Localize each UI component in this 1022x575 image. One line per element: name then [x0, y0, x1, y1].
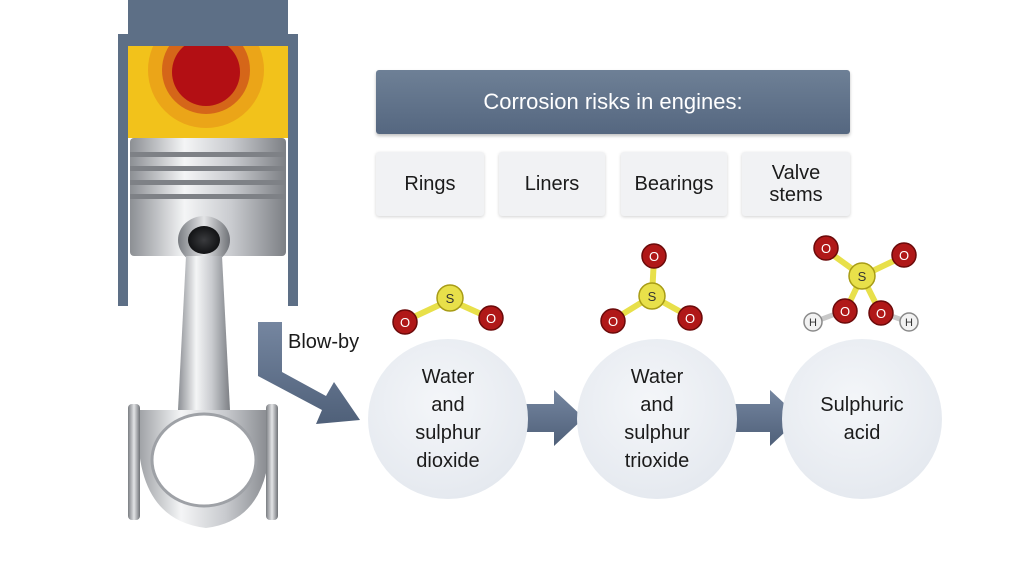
stage-water-sulphur-dioxide: Water and sulphur dioxide: [368, 339, 528, 499]
atom-label: H: [905, 317, 913, 329]
atom-label: O: [899, 248, 909, 263]
corrosion-risks-banner: Corrosion risks in engines:: [376, 70, 850, 134]
piston: [130, 138, 286, 264]
oxygen-atom: [813, 235, 839, 261]
tag-label: Rings: [404, 173, 456, 195]
atom-label: O: [876, 306, 886, 321]
tag-valve-stems: Valve stems: [742, 152, 850, 216]
stage-label: Sulphuric acid: [820, 394, 904, 444]
molecule-h2so4: S O O O O H H: [803, 235, 919, 332]
blow-by-label: Blow-by: [288, 331, 360, 353]
stage-sulphuric-acid: Sulphuric acid: [782, 339, 942, 499]
blow-by-arrow: [258, 322, 360, 424]
atom-label: O: [685, 311, 695, 326]
combustion-gas: [128, 0, 288, 138]
tag-label: Liners: [524, 173, 580, 195]
atom-label: O: [400, 315, 410, 330]
sulphur-atom: [848, 262, 876, 290]
atom-label: O: [649, 249, 659, 264]
stage-water-sulphur-trioxide: Water and sulphur trioxide: [577, 339, 737, 499]
atom-label: H: [809, 317, 817, 329]
tag-label: Bearings: [634, 173, 714, 195]
flow-arrow-1: [522, 390, 584, 446]
sulphur-atom: [436, 284, 464, 312]
oxygen-atom: [677, 305, 703, 331]
connecting-rod: [128, 256, 278, 528]
stage-label: Water and sulphur trioxide: [624, 366, 690, 472]
molecule-so2: S O O: [392, 284, 504, 335]
atom-label: O: [821, 241, 831, 256]
atom-label: O: [608, 314, 618, 329]
sulphur-atom: [638, 282, 666, 310]
stage-label: Water and sulphur dioxide: [415, 366, 481, 472]
oxygen-atom: [600, 308, 626, 334]
oxygen-atom: [478, 305, 504, 331]
molecule-so3: S O O O: [600, 243, 703, 334]
banner-title: Corrosion risks in engines:: [483, 89, 743, 114]
atom-label: S: [648, 289, 657, 304]
oxygen-atom: [891, 242, 917, 268]
atom-label: O: [840, 304, 850, 319]
tag-rings: Rings: [376, 152, 484, 216]
atom-label: O: [486, 311, 496, 326]
tag-liners: Liners: [499, 152, 605, 216]
oxygen-atom: [832, 298, 858, 324]
tag-label: Valve stems: [769, 162, 823, 206]
atom-label: S: [858, 269, 867, 284]
hydrogen-atom: [803, 312, 823, 332]
hydrogen-atom: [899, 312, 919, 332]
oxygen-atom: [392, 309, 418, 335]
atom-label: S: [446, 291, 455, 306]
oxygen-atom: [868, 300, 894, 326]
oxygen-atom: [641, 243, 667, 269]
tag-bearings: Bearings: [621, 152, 727, 216]
